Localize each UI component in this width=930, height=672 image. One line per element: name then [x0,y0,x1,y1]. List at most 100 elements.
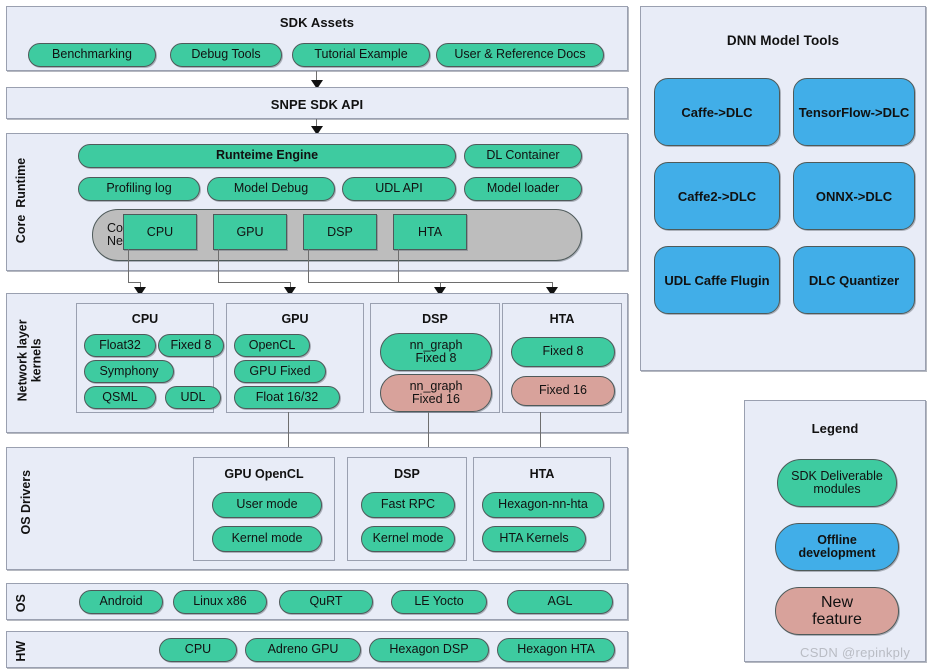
pill-runtime-engine[interactable]: Runteime Engine [78,144,456,168]
os-drivers-side-label: OS Drivers [18,469,33,535]
panel-os: OS Android Linux x86 QuRT LE Yocto AGL [6,583,628,620]
pill-user-reference-docs[interactable]: User & Reference Docs [436,43,604,67]
hw-side-label: HW [13,640,28,662]
pill-profiling-log[interactable]: Profiling log [78,177,200,201]
dnn-model-tools-title: DNN Model Tools [726,33,840,48]
panel-os-drivers: OS Drivers GPU OpenCL User mode Kernel m… [6,447,628,570]
pill-gpu-fixed[interactable]: GPU Fixed [234,360,326,383]
pill-hw-hexagon-hta[interactable]: Hexagon HTA [497,638,615,662]
panel-sdk-assets: SDK Assets Benchmarking Debug Tools Tuto… [6,6,628,71]
network-layer-side-label: Network layer kernels [15,319,44,402]
kernel-group-dsp: DSP nn_graph Fixed 8 nn_graph Fixed 16 [370,303,500,413]
pill-gpu-user-mode[interactable]: User mode [212,492,322,518]
pill-benchmarking[interactable]: Benchmarking [28,43,156,67]
pill-hta-fixed8[interactable]: Fixed 8 [511,337,615,367]
pill-dsp-kernel-mode[interactable]: Kernel mode [361,526,455,552]
arrow-to-kernel-hta [546,287,558,296]
node-backend-gpu[interactable]: GPU [213,214,287,250]
panel-snpe-sdk-api: SNPE SDK API [6,87,628,119]
connector-cpu-down [140,282,141,289]
connector-hta-down [552,282,553,289]
os-side-label: OS [13,594,28,613]
kernel-group-gpu-title: GPU [281,312,309,326]
kernel-group-gpu: GPU OpenCL GPU Fixed Float 16/32 [226,303,364,413]
connector-dsp-down [440,282,441,289]
pill-cpu-fixed8[interactable]: Fixed 8 [158,334,224,357]
connector-api-to-core [316,119,317,129]
legend-new-feature: New feature [775,587,899,635]
pill-model-debug[interactable]: Model Debug [207,177,335,201]
connector-dsp-h [308,282,440,283]
pill-hw-hexagon-dsp[interactable]: Hexagon DSP [369,638,489,662]
connector-cpu-stub [128,249,129,282]
legend-sdk-deliverable-modules: SDK Deliverable modules [777,459,897,507]
pill-gpu-float1632[interactable]: Float 16/32 [234,386,340,409]
node-backend-hta[interactable]: HTA [393,214,467,250]
pill-hw-adreno-gpu[interactable]: Adreno GPU [245,638,361,662]
connector-gpu-stub [218,249,219,282]
node-backend-dsp[interactable]: DSP [303,214,377,250]
driver-group-gpu-opencl-title: GPU OpenCL [224,467,304,481]
panel-hw: HW CPU Adreno GPU Hexagon DSP Hexagon HT… [6,631,628,668]
core-runtime-side-label: Core Runtime [13,157,28,244]
panel-legend: Legend SDK Deliverable modules Offline d… [744,400,926,662]
panel-network-layer-kernels: Network layer kernels CPU Float32 Fixed … [6,293,628,433]
driver-group-dsp-title: DSP [394,467,420,481]
pill-os-agl[interactable]: AGL [507,590,613,614]
pill-gpu-opencl[interactable]: OpenCL [234,334,310,357]
kernel-group-hta-title: HTA [549,312,575,326]
pill-hta-hexagon-nn-hta[interactable]: Hexagon-nn-hta [482,492,604,518]
connector-cpu-h [128,282,140,283]
kernel-group-cpu: CPU Float32 Fixed 8 Symphony QSML UDL [76,303,224,413]
connector-dsp-stub [308,249,309,282]
arrow-to-kernel-dsp [434,287,446,296]
pill-cpu-symphony[interactable]: Symphony [84,360,174,383]
pill-hw-cpu[interactable]: CPU [159,638,237,662]
connector-gpu-down [290,282,291,289]
legend-offline-development: Offline development [775,523,899,571]
pill-os-le-yocto[interactable]: LE Yocto [391,590,487,614]
pill-debug-tools[interactable]: Debug Tools [170,43,282,67]
arrow-to-kernel-gpu [284,287,296,296]
connector-nk-dsp [428,412,429,450]
driver-group-gpu-opencl: GPU OpenCL User mode Kernel mode [193,457,335,561]
snpe-sdk-api-title: SNPE SDK API [270,97,364,112]
connector-nk-hta [540,412,541,450]
arrow-api-to-core [311,126,323,135]
pill-gpu-kernel-mode[interactable]: Kernel mode [212,526,322,552]
pill-cpu-qsml[interactable]: QSML [84,386,156,409]
pill-os-linux-x86[interactable]: Linux x86 [173,590,267,614]
tool-caffe2-to-dlc[interactable]: Caffe2->DLC [654,162,780,230]
pill-model-loader[interactable]: Model loader [464,177,582,201]
tool-onnx-to-dlc[interactable]: ONNX->DLC [793,162,915,230]
pill-dsp-nngraph-fixed16[interactable]: nn_graph Fixed 16 [380,374,492,412]
connector-hta-stub [398,249,399,282]
tool-caffe-to-dlc[interactable]: Caffe->DLC [654,78,780,146]
connector-gpu-h [218,282,290,283]
panel-dnn-model-tools: DNN Model Tools Caffe->DLC TensorFlow->D… [640,6,926,371]
pill-dl-container[interactable]: DL Container [464,144,582,168]
pill-udl-api[interactable]: UDL API [342,177,456,201]
pill-dsp-nngraph-fixed8[interactable]: nn_graph Fixed 8 [380,333,492,371]
pill-cpu-float32[interactable]: Float32 [84,334,156,357]
pill-cpu-udl[interactable]: UDL [165,386,221,409]
pill-dsp-fast-rpc[interactable]: Fast RPC [361,492,455,518]
pill-tutorial-example[interactable]: Tutorial Example [292,43,430,67]
driver-group-dsp: DSP Fast RPC Kernel mode [347,457,467,561]
driver-group-hta-title: HTA [529,467,555,481]
pill-os-qurt[interactable]: QuRT [279,590,373,614]
tool-dlc-quantizer[interactable]: DLC Quantizer [793,246,915,314]
kernel-group-cpu-title: CPU [131,312,159,326]
pill-os-android[interactable]: Android [79,590,163,614]
sdk-assets-title: SDK Assets [279,15,355,30]
pill-hta-kernels[interactable]: HTA Kernels [482,526,586,552]
node-backend-cpu[interactable]: CPU [123,214,197,250]
connector-sdk-to-api [316,71,317,83]
arrow-to-kernel-cpu [134,287,146,296]
panel-core-runtime: Core Runtime Runteime Engine DL Containe… [6,133,628,271]
pill-hta-fixed16[interactable]: Fixed 16 [511,376,615,406]
tool-udl-caffe-flugin[interactable]: UDL Caffe Flugin [654,246,780,314]
tool-tensorflow-to-dlc[interactable]: TensorFlow->DLC [793,78,915,146]
connector-hta-h [398,282,552,283]
